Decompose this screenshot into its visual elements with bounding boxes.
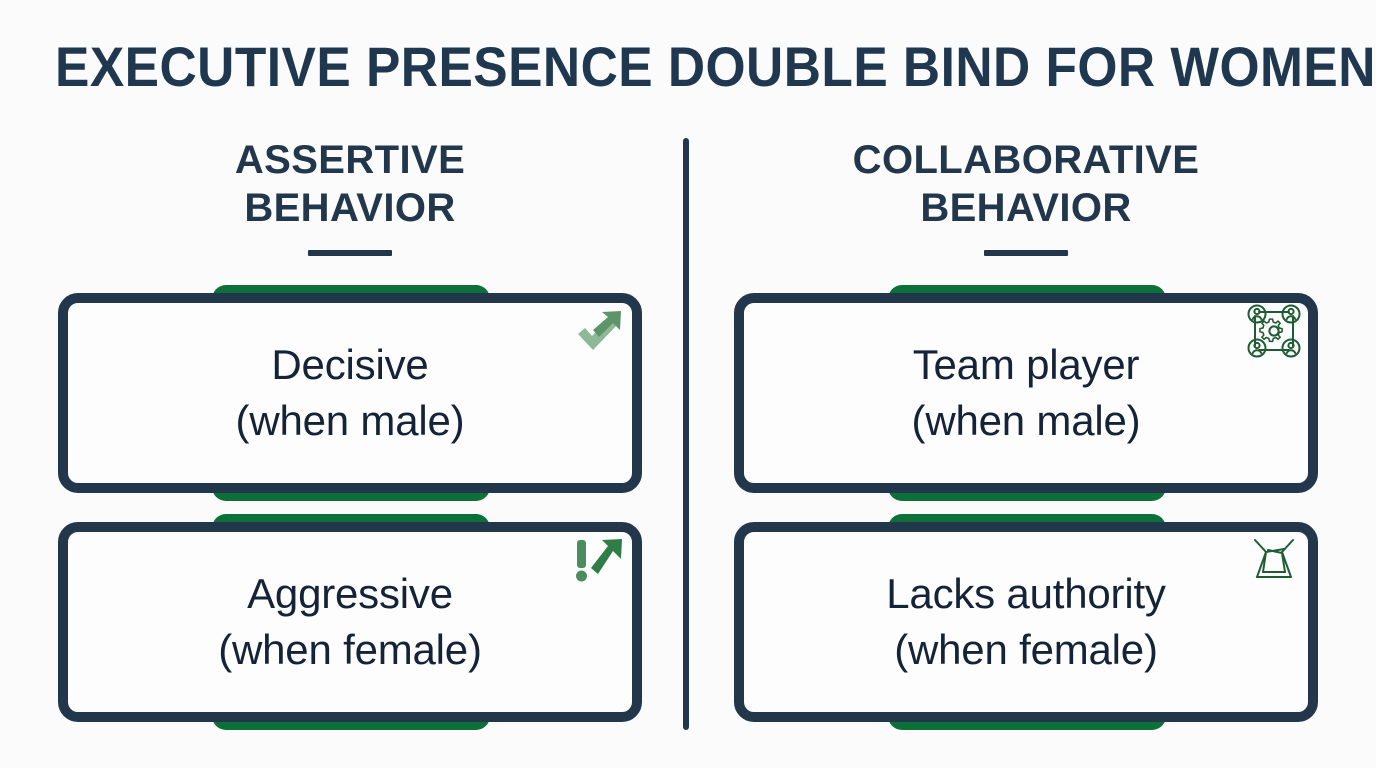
column-heading-text: ASSERTIVE BEHAVIOR xyxy=(234,138,466,230)
heading-underline-rule xyxy=(984,250,1068,256)
column-divider xyxy=(683,138,689,730)
card-frame[interactable]: Team player (when male) xyxy=(734,293,1318,493)
card-label: Team player (when male) xyxy=(911,341,1141,444)
card-frame[interactable]: Aggressive (when female) xyxy=(58,522,642,722)
card-aggressive-female[interactable]: Aggressive (when female) xyxy=(58,514,642,730)
column-heading-collaborative: COLLABORATIVE BEHAVIOR xyxy=(706,136,1346,256)
heading-underline-rule xyxy=(308,250,392,256)
card-label: Lacks authority (when female) xyxy=(886,570,1166,673)
column-heading-text: COLLABORATIVE BEHAVIOR xyxy=(852,138,1200,230)
card-label: Aggressive (when female) xyxy=(218,570,482,673)
page-title: EXECUTIVE PRESENCE DOUBLE BIND FOR WOMEN xyxy=(55,35,1376,98)
card-lacks-authority-female[interactable]: Lacks authority (when female) xyxy=(734,514,1318,730)
card-team-player-male[interactable]: Team player (when male) xyxy=(734,285,1318,501)
card-frame[interactable]: Decisive (when male) xyxy=(58,293,642,493)
column-assertive: ASSERTIVE BEHAVIOR Decisive (when male) … xyxy=(30,0,670,768)
card-label: Decisive (when male) xyxy=(235,341,465,444)
column-heading-assertive: ASSERTIVE BEHAVIOR xyxy=(30,136,670,256)
column-collaborative: COLLABORATIVE BEHAVIOR Team player (when… xyxy=(706,0,1346,768)
card-frame[interactable]: Lacks authority (when female) xyxy=(734,522,1318,722)
card-decisive-male[interactable]: Decisive (when male) xyxy=(58,285,642,501)
